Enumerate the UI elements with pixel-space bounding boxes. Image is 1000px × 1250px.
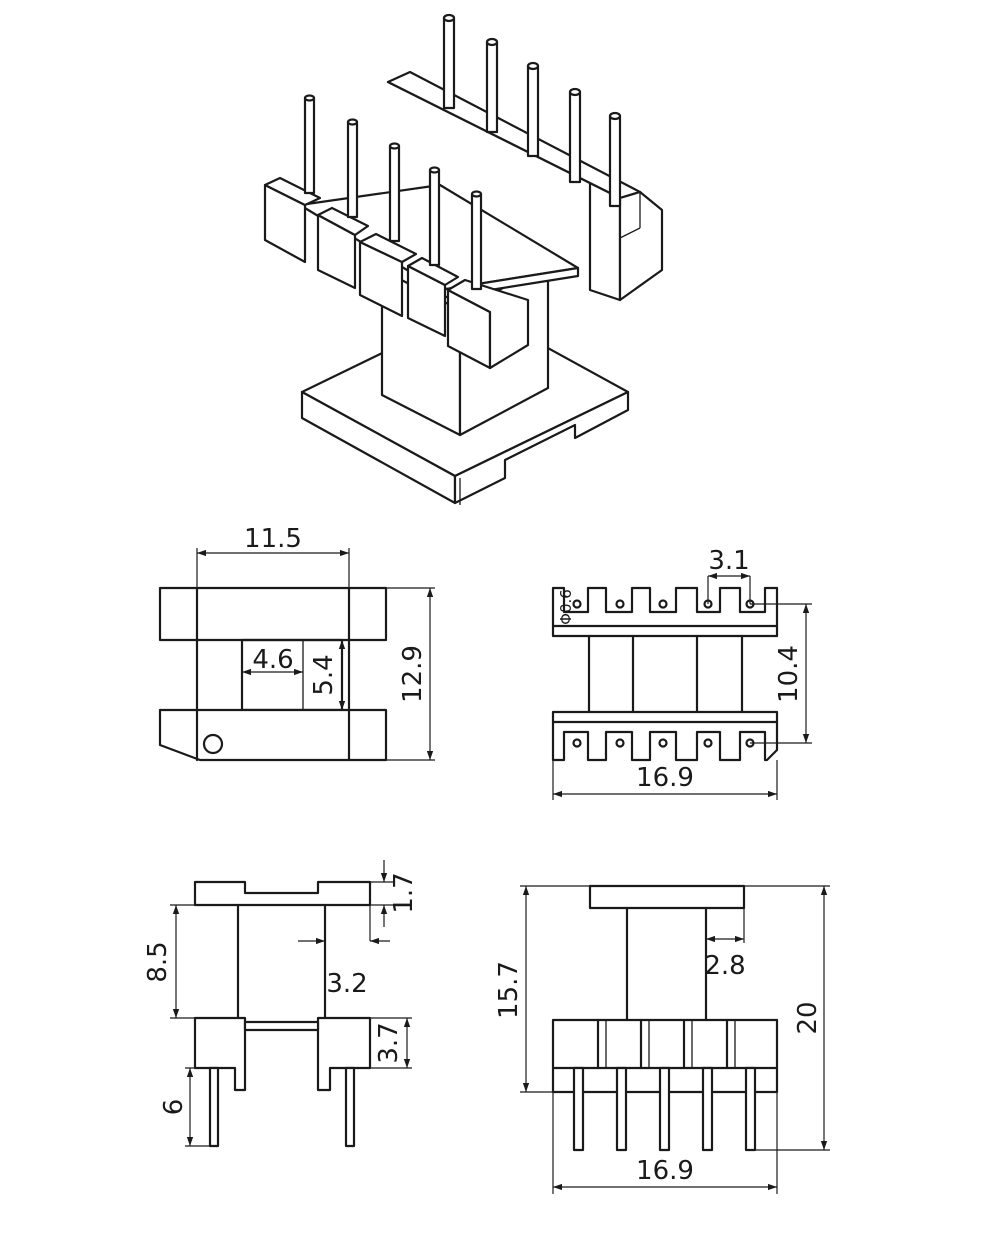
pin1-marker xyxy=(202,733,224,755)
front-view: 15.7 20 2.8 16.9 xyxy=(494,884,830,1194)
top-view: 11.5 12.9 4.6 5.4 xyxy=(158,524,435,762)
dim-winding-height: 8.5 xyxy=(143,941,173,982)
dim-pin-row-spacing: 10.4 xyxy=(774,645,804,703)
dim-core-height: 5.4 xyxy=(309,654,339,695)
dim-inner-height: 15.7 xyxy=(494,961,524,1019)
dim-core-offset: 2.8 xyxy=(704,951,745,981)
iso-front-pins xyxy=(303,94,483,291)
dim-pin-diameter: Φ0.6 xyxy=(557,589,575,625)
dim-flange-thickness: 1.7 xyxy=(389,872,419,913)
dim-core-width: 4.6 xyxy=(252,645,293,675)
dim-top-height: 12.9 xyxy=(398,645,428,703)
dim-pin-pitch: 3.1 xyxy=(708,546,749,576)
iso-back-pins xyxy=(442,13,622,208)
dim-bottom-width: 16.9 xyxy=(636,763,694,793)
bottom-view: 3.1 Φ0.6 10.4 16.9 xyxy=(551,546,812,800)
iso-front-blocks xyxy=(263,176,530,370)
dim-base-height: 3.7 xyxy=(374,1022,404,1063)
dim-top-width: 11.5 xyxy=(244,524,302,554)
dim-overall-height: 20 xyxy=(793,1001,823,1034)
side-view: 1.7 8.5 3.2 3.7 6 xyxy=(143,860,419,1148)
dim-front-width: 16.9 xyxy=(636,1156,694,1186)
dim-core-depth: 3.2 xyxy=(326,969,367,999)
dim-pin-length: 6 xyxy=(159,1099,189,1116)
isometric-view xyxy=(263,13,664,505)
